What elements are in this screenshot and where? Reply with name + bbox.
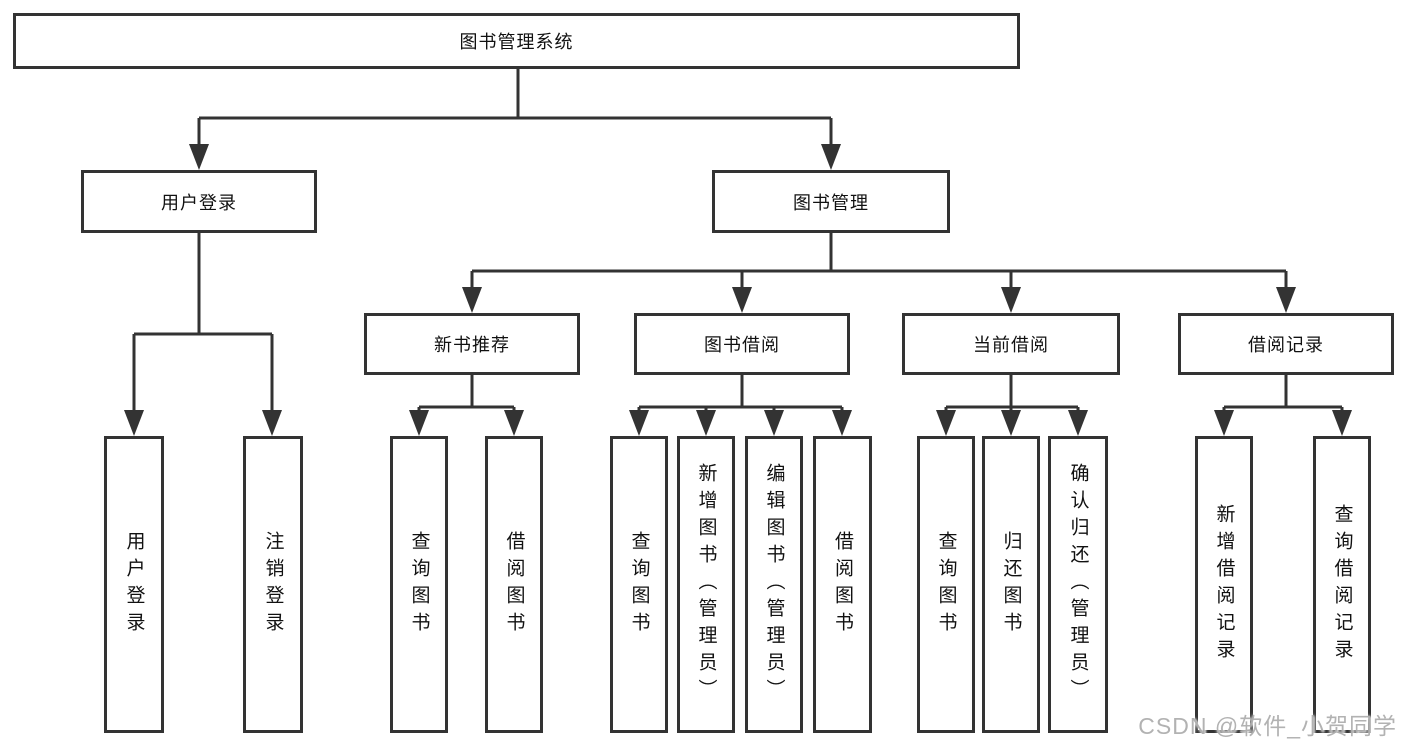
node-current-borrow: 当前借阅 [902, 313, 1120, 375]
node-label: 新增图书（管理员） [695, 463, 717, 706]
leaf-edit-book-admin: 编辑图书（管理员） [745, 436, 803, 733]
leaf-query-books-recommend: 查询图书 [390, 436, 448, 733]
node-label: 查询图书 [408, 530, 430, 639]
node-borrow-records: 借阅记录 [1178, 313, 1394, 375]
leaf-query-books-current: 查询图书 [917, 436, 975, 733]
leaf-return-book: 归还图书 [982, 436, 1040, 733]
node-label: 编辑图书（管理员） [763, 463, 785, 706]
node-label: 当前借阅 [973, 335, 1049, 355]
node-book-management: 图书管理 [712, 170, 950, 233]
node-label: 查询图书 [628, 530, 650, 639]
leaf-confirm-return-admin: 确认归还（管理员） [1048, 436, 1108, 733]
leaf-add-book-admin: 新增图书（管理员） [677, 436, 735, 733]
csdn-watermark: CSDN @软件_小贺同学 [1138, 713, 1397, 739]
node-new-book-recommend: 新书推荐 [364, 313, 580, 375]
node-label: 借阅图书 [503, 530, 525, 639]
node-label: 图书管理 [793, 192, 869, 213]
node-label: 归还图书 [1000, 530, 1022, 639]
node-label: 新书推荐 [434, 335, 510, 355]
node-label: 用户登录 [123, 530, 145, 639]
leaf-query-books-borrow: 查询图书 [610, 436, 668, 733]
node-user-login: 用户登录 [81, 170, 317, 233]
leaf-borrow-books: 借阅图书 [813, 436, 872, 733]
node-label: 查询借阅记录 [1331, 503, 1353, 666]
node-label: 新增借阅记录 [1213, 503, 1235, 666]
node-label: 注销登录 [262, 530, 284, 639]
arrowheads [124, 144, 1352, 436]
node-book-borrow: 图书借阅 [634, 313, 850, 375]
leaf-add-borrow-record: 新增借阅记录 [1195, 436, 1253, 733]
node-label: 图书借阅 [704, 335, 780, 355]
node-label: 借阅记录 [1248, 335, 1324, 355]
leaf-borrow-books-recommend: 借阅图书 [485, 436, 543, 733]
node-label: 用户登录 [161, 192, 237, 213]
node-root-system: 图书管理系统 [13, 13, 1020, 69]
leaf-logout: 注销登录 [243, 436, 303, 733]
leaf-query-borrow-record: 查询借阅记录 [1313, 436, 1371, 733]
node-label: 确认归还（管理员） [1067, 463, 1089, 706]
node-label: 图书管理系统 [459, 32, 574, 52]
node-label: 查询图书 [935, 530, 957, 639]
leaf-user-login: 用户登录 [104, 436, 164, 733]
node-label: 借阅图书 [832, 530, 853, 639]
